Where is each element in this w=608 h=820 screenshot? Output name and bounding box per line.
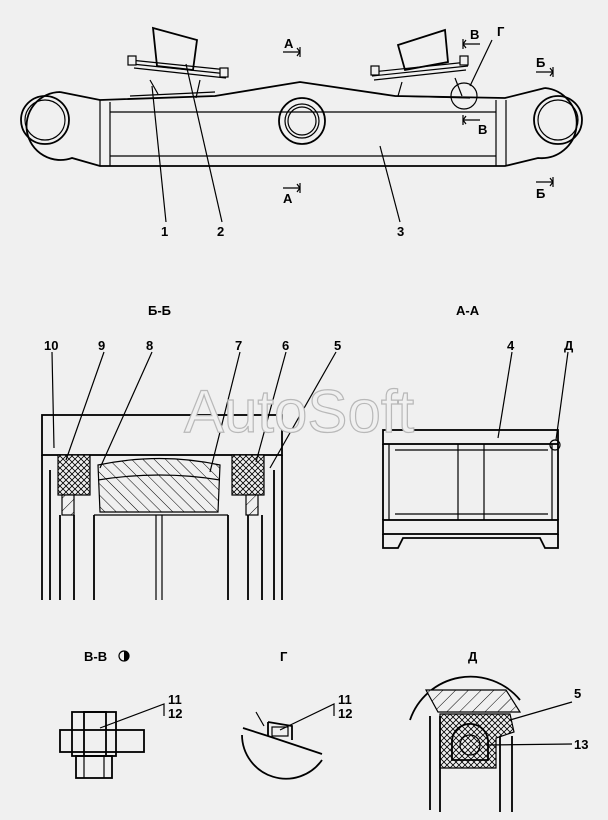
main-beam-view bbox=[20, 26, 583, 223]
callout-3: 3 bbox=[397, 224, 404, 239]
section-bb-view bbox=[41, 351, 337, 600]
callout-9: 9 bbox=[98, 338, 105, 353]
callout-2: 2 bbox=[217, 224, 224, 239]
view-title-vv: В-В bbox=[84, 649, 107, 664]
callout-12-vv: 12 bbox=[168, 706, 182, 721]
callout-13-d: 13 bbox=[574, 737, 588, 752]
view-vv-drawing bbox=[59, 703, 165, 779]
view-g-drawing bbox=[241, 703, 335, 780]
callout-7: 7 bbox=[235, 338, 242, 353]
callout-4: 4 bbox=[507, 338, 515, 353]
callout-11-vv: 11 bbox=[168, 692, 182, 707]
section-mark-a-top: А bbox=[284, 36, 294, 51]
right-eye-bushing bbox=[533, 95, 583, 145]
view-title-d: Д bbox=[468, 649, 478, 664]
detail-g-circle bbox=[450, 82, 478, 110]
view-d-drawing bbox=[409, 675, 573, 812]
right-spring-seat bbox=[370, 28, 471, 99]
rotation-symbol-icon bbox=[118, 650, 130, 662]
section-mark-v-top: В bbox=[470, 27, 479, 42]
view-title-bb: Б-Б bbox=[148, 303, 171, 318]
callout-6: 6 bbox=[282, 338, 289, 353]
section-mark-b-top: Б bbox=[536, 55, 545, 70]
watermark-text: AutoSoft bbox=[184, 378, 414, 445]
detail-mark-d: Д bbox=[564, 338, 574, 353]
section-aa-view bbox=[382, 351, 569, 549]
central-boss bbox=[278, 97, 326, 145]
callout-5: 5 bbox=[334, 338, 341, 353]
callout-12-g: 12 bbox=[338, 706, 352, 721]
callout-11-g: 11 bbox=[338, 692, 352, 707]
section-mark-a-bottom: А bbox=[283, 191, 293, 206]
section-mark-g: Г bbox=[497, 24, 505, 39]
view-title-g: Г bbox=[280, 649, 288, 664]
callout-8: 8 bbox=[146, 338, 153, 353]
left-eye-bushing bbox=[20, 95, 70, 145]
view-title-aa: А-А bbox=[456, 303, 480, 318]
left-spring-seat bbox=[127, 26, 229, 99]
section-mark-v-bottom: В bbox=[478, 122, 487, 137]
callout-5-d: 5 bbox=[574, 686, 581, 701]
callout-10: 10 bbox=[44, 338, 58, 353]
section-mark-b-bottom: Б bbox=[536, 186, 545, 201]
beam-outline bbox=[25, 81, 578, 167]
callout-1: 1 bbox=[161, 224, 168, 239]
